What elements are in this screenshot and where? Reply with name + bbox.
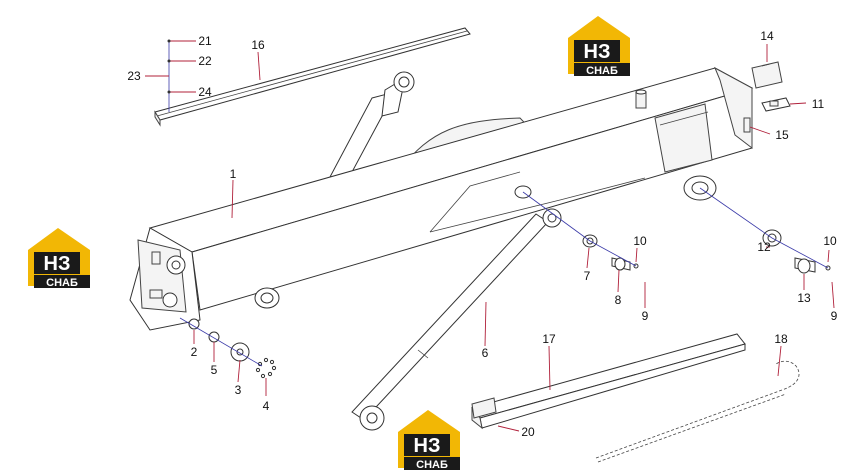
callout-10-right: 10 [823, 234, 837, 248]
callout-22: 22 [198, 54, 212, 68]
bolts-4 [255, 357, 277, 379]
svg-text:СНАБ: СНАБ [586, 65, 618, 77]
main-boom [148, 66, 754, 311]
callout-16: 16 [251, 38, 265, 52]
callout-17: 17 [542, 332, 556, 346]
callout-7: 7 [584, 269, 591, 283]
callout-18: 18 [774, 332, 788, 346]
callout-lines [145, 39, 835, 432]
callout-10-left: 10 [633, 234, 647, 248]
brand-logo-top: НЗ СНАБ [568, 16, 630, 77]
svg-text:СНАБ: СНАБ [416, 459, 448, 471]
callout-14: 14 [760, 29, 774, 43]
pin-8 [611, 257, 631, 271]
washer-5 [208, 331, 220, 343]
callout-8: 8 [615, 293, 622, 307]
plate-3 [230, 342, 250, 362]
callout-4: 4 [263, 399, 270, 413]
svg-text:НЗ: НЗ [414, 435, 441, 457]
callout-21: 21 [198, 34, 212, 48]
svg-text:НЗ: НЗ [44, 253, 71, 275]
boom-head [129, 227, 201, 331]
callout-12: 12 [757, 240, 771, 254]
callout-2: 2 [191, 345, 198, 359]
callout-5: 5 [211, 363, 218, 377]
assembly-leaders [168, 41, 829, 367]
pin-13 [794, 257, 816, 274]
pad-11 [761, 97, 791, 112]
telescopic-cylinder [351, 208, 562, 431]
svg-text:НЗ: НЗ [584, 41, 611, 63]
callout-15: 15 [775, 128, 789, 142]
callout-labels: 1 2 3 4 5 6 7 8 9 9 10 10 11 12 13 14 15… [127, 29, 837, 439]
callout-1: 1 [230, 167, 237, 181]
callout-20: 20 [521, 425, 535, 439]
drag-chain [595, 360, 800, 463]
callout-9-right: 9 [831, 309, 838, 323]
cable-channel [471, 333, 746, 430]
brand-logo-bottom: НЗ СНАБ [398, 410, 460, 471]
washer-2 [188, 318, 200, 330]
callout-11: 11 [812, 97, 825, 111]
callout-24: 24 [198, 85, 212, 99]
pad-14 [751, 61, 783, 89]
wear-strip [154, 27, 471, 127]
svg-text:СНАБ: СНАБ [46, 277, 78, 289]
callout-3: 3 [235, 383, 242, 397]
callout-6: 6 [482, 346, 489, 360]
callout-23: 23 [127, 69, 141, 83]
brand-logo-left: НЗ СНАБ [28, 228, 90, 289]
callout-13: 13 [797, 291, 811, 305]
callout-9-left: 9 [642, 309, 649, 323]
